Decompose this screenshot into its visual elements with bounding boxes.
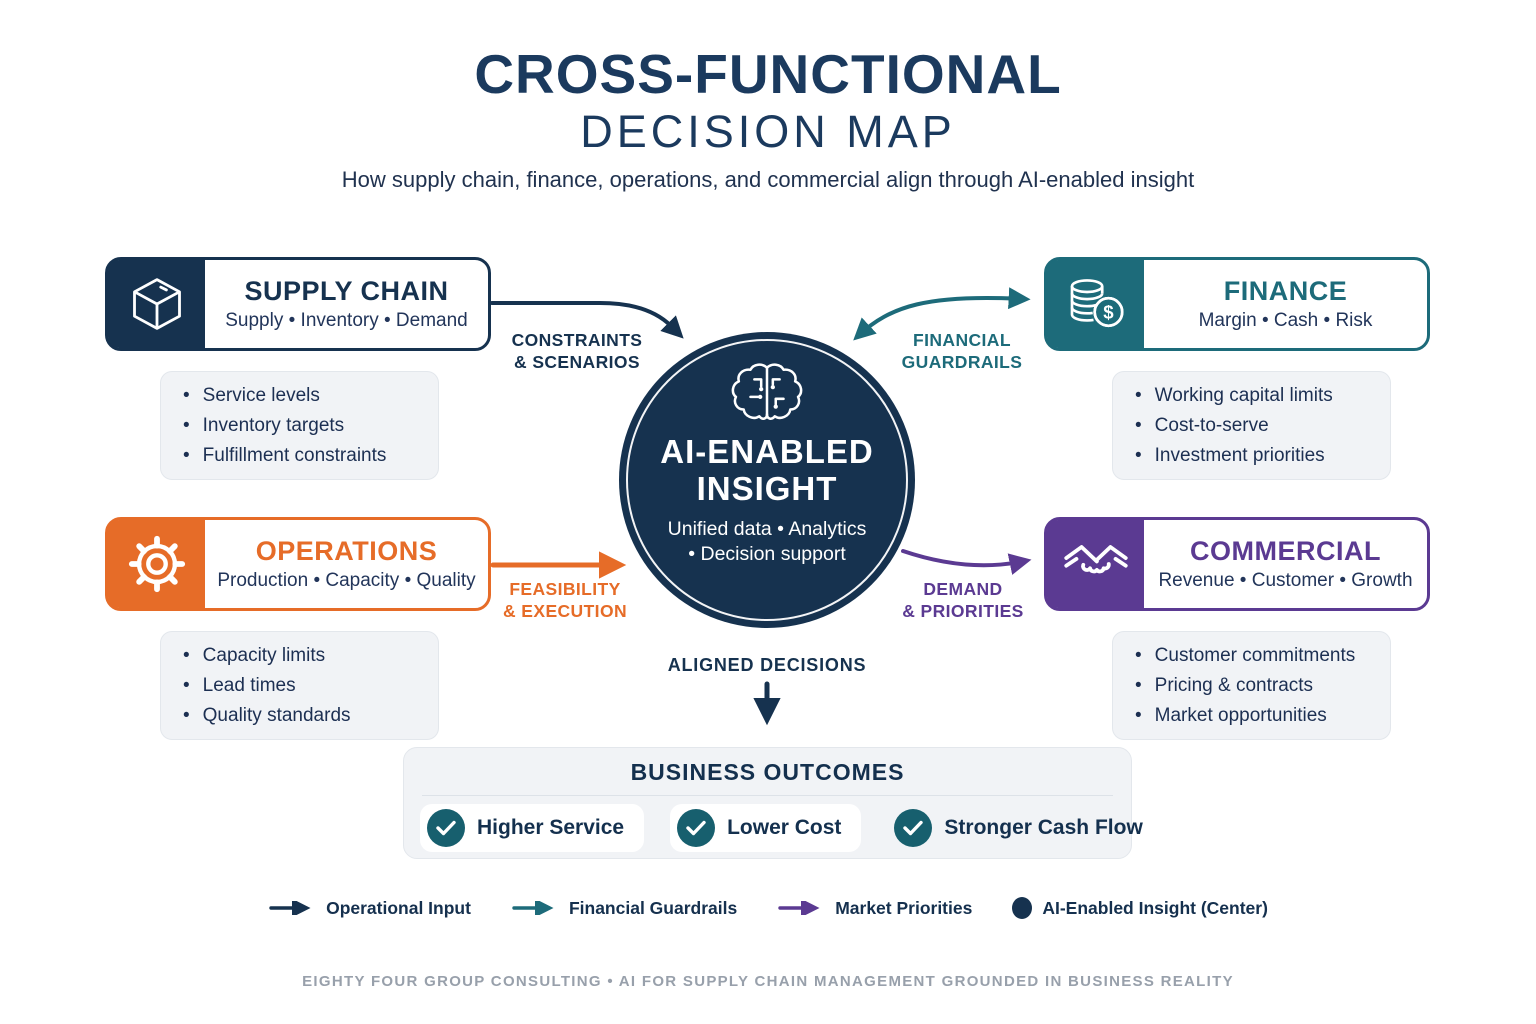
operations-card: OPERATIONS Production • Capacity • Quali… — [105, 517, 491, 611]
operations-tagline: Production • Capacity • Quality — [217, 570, 476, 591]
business-outcomes-title: BUSINESS OUTCOMES — [630, 759, 905, 785]
operations-bullets: Capacity limits Lead times Quality stand… — [160, 631, 439, 741]
cube-icon — [108, 260, 205, 348]
commercial-card: COMMERCIAL Revenue • Customer • Growth — [1044, 517, 1430, 611]
check-icon — [894, 809, 933, 847]
footer-attribution: EIGHTY FOUR GROUP CONSULTING • AI FOR SU… — [302, 973, 1234, 990]
arrow-center-to-commercial — [901, 549, 1032, 575]
dollar-sign: $ — [1103, 302, 1114, 323]
finance-bullets: Working capital limits Cost-to-serve Inv… — [1112, 371, 1391, 481]
check-icon — [427, 809, 465, 847]
commercial-bullets: Customer commitments Pricing & contracts… — [1112, 631, 1391, 741]
outcome-lower-cost: Lower Cost — [670, 804, 862, 852]
bullet-item: Service levels — [183, 384, 416, 408]
arrow-icon — [269, 901, 311, 915]
bullet-item: Cost-to-serve — [1135, 414, 1368, 438]
bullet-item: Pricing & contracts — [1135, 674, 1368, 698]
supply-chain-tagline: Supply • Inventory • Demand — [225, 310, 468, 331]
bullet-item: Quality standards — [183, 704, 416, 728]
operations-title: OPERATIONS — [255, 536, 438, 566]
page-title: CROSS-FUNCTIONAL — [474, 43, 1062, 105]
bullet-item: Investment priorities — [1135, 444, 1368, 468]
ai-insight-hub: AI-ENABLED INSIGHT Unified data • Analyt… — [619, 332, 915, 628]
flow-label-constraints: CONSTRAINTS & SCENARIOS — [511, 330, 643, 372]
page-subtitle: How supply chain, finance, operations, a… — [341, 167, 1195, 192]
bullet-item: Capacity limits — [183, 644, 416, 668]
business-outcomes-panel: BUSINESS OUTCOMES Higher Service Lower C… — [403, 747, 1143, 859]
flow-label-feasibility: FEASIBILITY & EXECUTION — [503, 579, 627, 621]
bullet-item: Inventory targets — [183, 414, 416, 438]
page-title-line2: DECISION MAP — [580, 106, 956, 157]
center-subtitle: Unified data • Analytics • Decision supp… — [667, 517, 867, 565]
check-icon — [677, 809, 716, 847]
arrow-icon — [778, 901, 820, 915]
legend-operational-input: Operational Input — [268, 898, 471, 919]
supply-chain-title: SUPPLY CHAIN — [244, 276, 449, 306]
bullet-item: Market opportunities — [1135, 704, 1368, 728]
finance-card: $ FINANCE Margin • Cash • Risk — [1044, 257, 1430, 351]
center-title: AI-ENABLED INSIGHT — [660, 433, 874, 508]
handshake-icon — [1047, 520, 1144, 608]
divider — [422, 795, 1113, 796]
flow-label-demand-priorities: DEMAND & PRIORITIES — [902, 579, 1024, 621]
bullet-item: Working capital limits — [1135, 384, 1368, 408]
finance-tagline: Margin • Cash • Risk — [1198, 310, 1373, 331]
arrow-icon — [512, 901, 554, 915]
supply-chain-bullets: Service levels Inventory targets Fulfill… — [160, 371, 439, 481]
commercial-tagline: Revenue • Customer • Growth — [1158, 570, 1413, 591]
gear-icon — [108, 520, 205, 608]
commercial-title: COMMERCIAL — [1190, 536, 1381, 566]
coins-icon: $ — [1047, 260, 1144, 348]
aligned-decisions-label: ALIGNED DECISIONS — [667, 655, 867, 675]
supply-chain-card: SUPPLY CHAIN Supply • Inventory • Demand — [105, 257, 491, 351]
outcome-higher-service: Higher Service — [420, 804, 645, 852]
legend-market-priorities: Market Priorities — [777, 898, 972, 919]
bullet-item: Customer commitments — [1135, 644, 1368, 668]
legend-financial-guardrails: Financial Guardrails — [511, 898, 737, 919]
dot-icon — [1012, 897, 1033, 919]
legend: Operational Input Financial Guardrails M… — [0, 897, 1536, 919]
legend-ai-insight-center: AI-Enabled Insight (Center) — [1012, 897, 1268, 919]
outcome-stronger-cash-flow: Stronger Cash Flow — [887, 804, 1162, 852]
bullet-item: Lead times — [183, 674, 416, 698]
finance-title: FINANCE — [1223, 276, 1348, 306]
flow-label-financial-guardrails: FINANCIAL GUARDRAILS — [901, 330, 1023, 372]
brain-circuit-icon — [724, 360, 810, 431]
bullet-item: Fulfillment constraints — [183, 444, 416, 468]
